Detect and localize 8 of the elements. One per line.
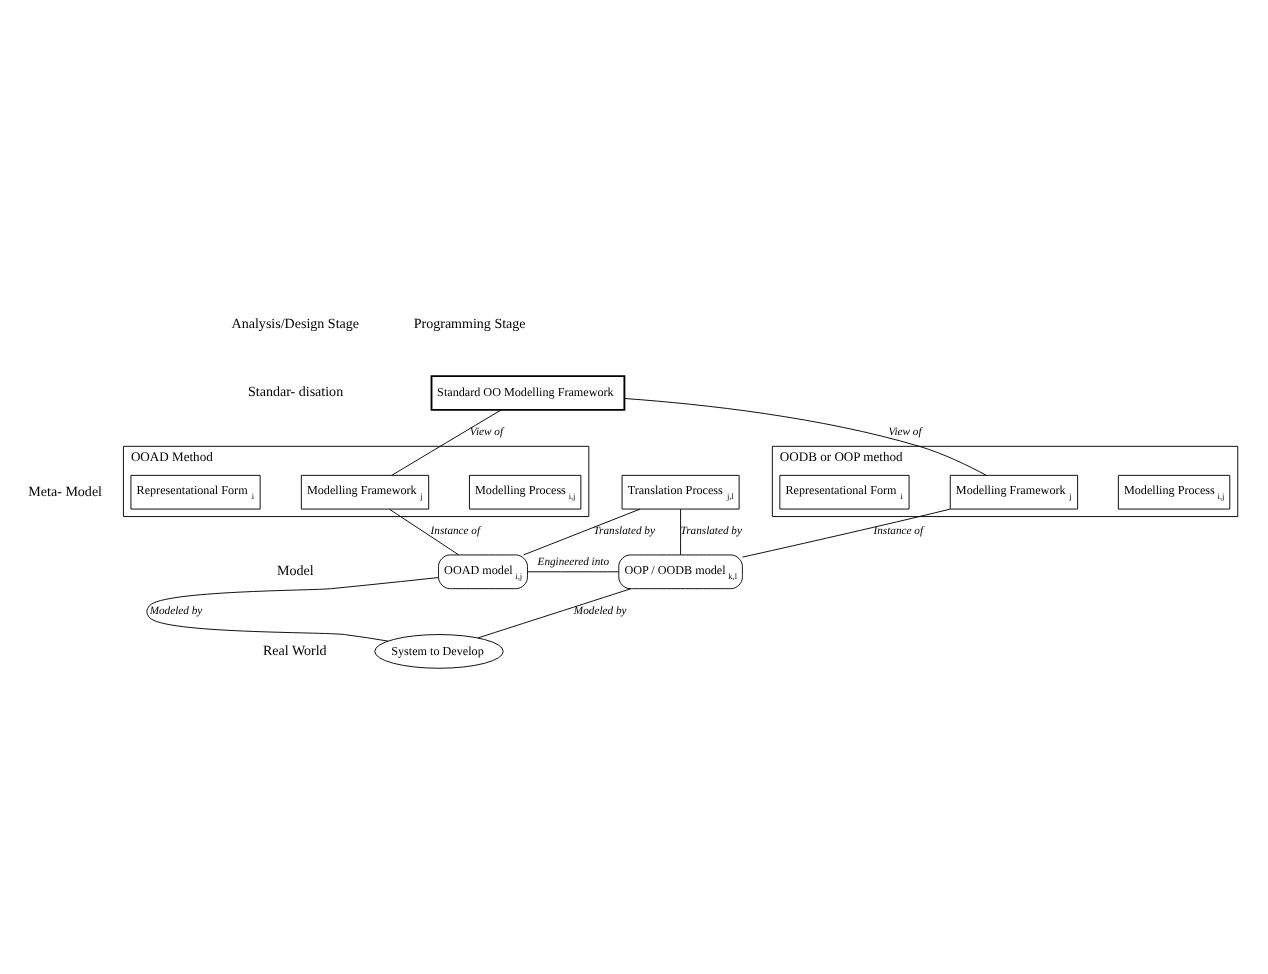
connector bbox=[146, 576, 439, 641]
connector bbox=[742, 507, 951, 557]
connector bbox=[680, 507, 682, 555]
connector bbox=[523, 507, 641, 555]
connector bbox=[391, 408, 502, 475]
connector bbox=[389, 507, 460, 555]
connector bbox=[527, 570, 620, 572]
connector bbox=[477, 587, 632, 638]
